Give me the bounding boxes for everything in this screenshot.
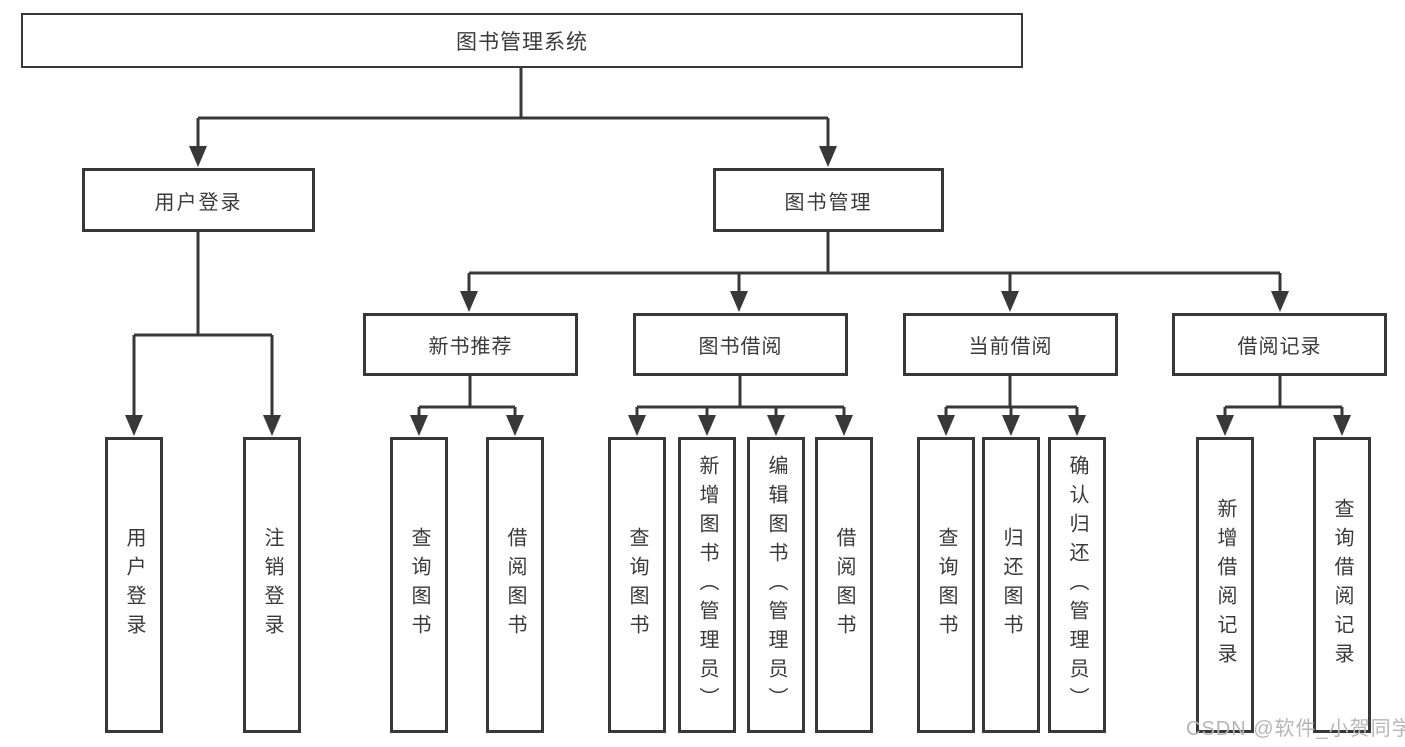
connector-user-login-branch (125, 232, 281, 436)
leaf-user-login: 用户登录 (105, 437, 163, 733)
leaf-return-books: 归还图书 (982, 437, 1040, 733)
node-borrow-records: 借阅记录 (1172, 313, 1387, 376)
connector-current-borrow-branch (937, 376, 1086, 436)
node-user-login: 用户登录 (82, 168, 315, 232)
leaf-edit-books-admin: 编辑图书（管理员） (747, 437, 805, 733)
connector-book-management-branch (460, 232, 1289, 312)
leaf-query-books-1: 查询图书 (390, 437, 448, 733)
leaf-borrow-books-2: 借阅图书 (815, 437, 873, 733)
connector-book-borrow-branch (628, 376, 853, 436)
node-new-book-recommend: 新书推荐 (363, 313, 578, 376)
connector-borrow-records-branch (1216, 376, 1351, 436)
connector-new-books-branch (410, 376, 524, 436)
leaf-add-books-admin: 新增图书（管理员） (678, 437, 736, 733)
leaf-logout: 注销登录 (243, 437, 301, 733)
node-root-library-system: 图书管理系统 (21, 13, 1023, 68)
node-book-management: 图书管理 (713, 168, 944, 232)
leaf-borrow-books-1: 借阅图书 (486, 437, 544, 733)
connector-root-to-level2 (189, 68, 837, 167)
csdn-watermark: CSDN @软件_小贺同学 (1186, 718, 1405, 740)
node-current-borrow: 当前借阅 (903, 313, 1118, 376)
leaf-query-books-2: 查询图书 (608, 437, 666, 733)
leaf-confirm-return-admin: 确认归还（管理员） (1048, 437, 1106, 733)
node-book-borrow: 图书借阅 (633, 313, 848, 376)
leaf-query-borrow-record: 查询借阅记录 (1313, 437, 1371, 733)
leaf-query-books-3: 查询图书 (917, 437, 975, 733)
leaf-add-borrow-record: 新增借阅记录 (1196, 437, 1254, 733)
